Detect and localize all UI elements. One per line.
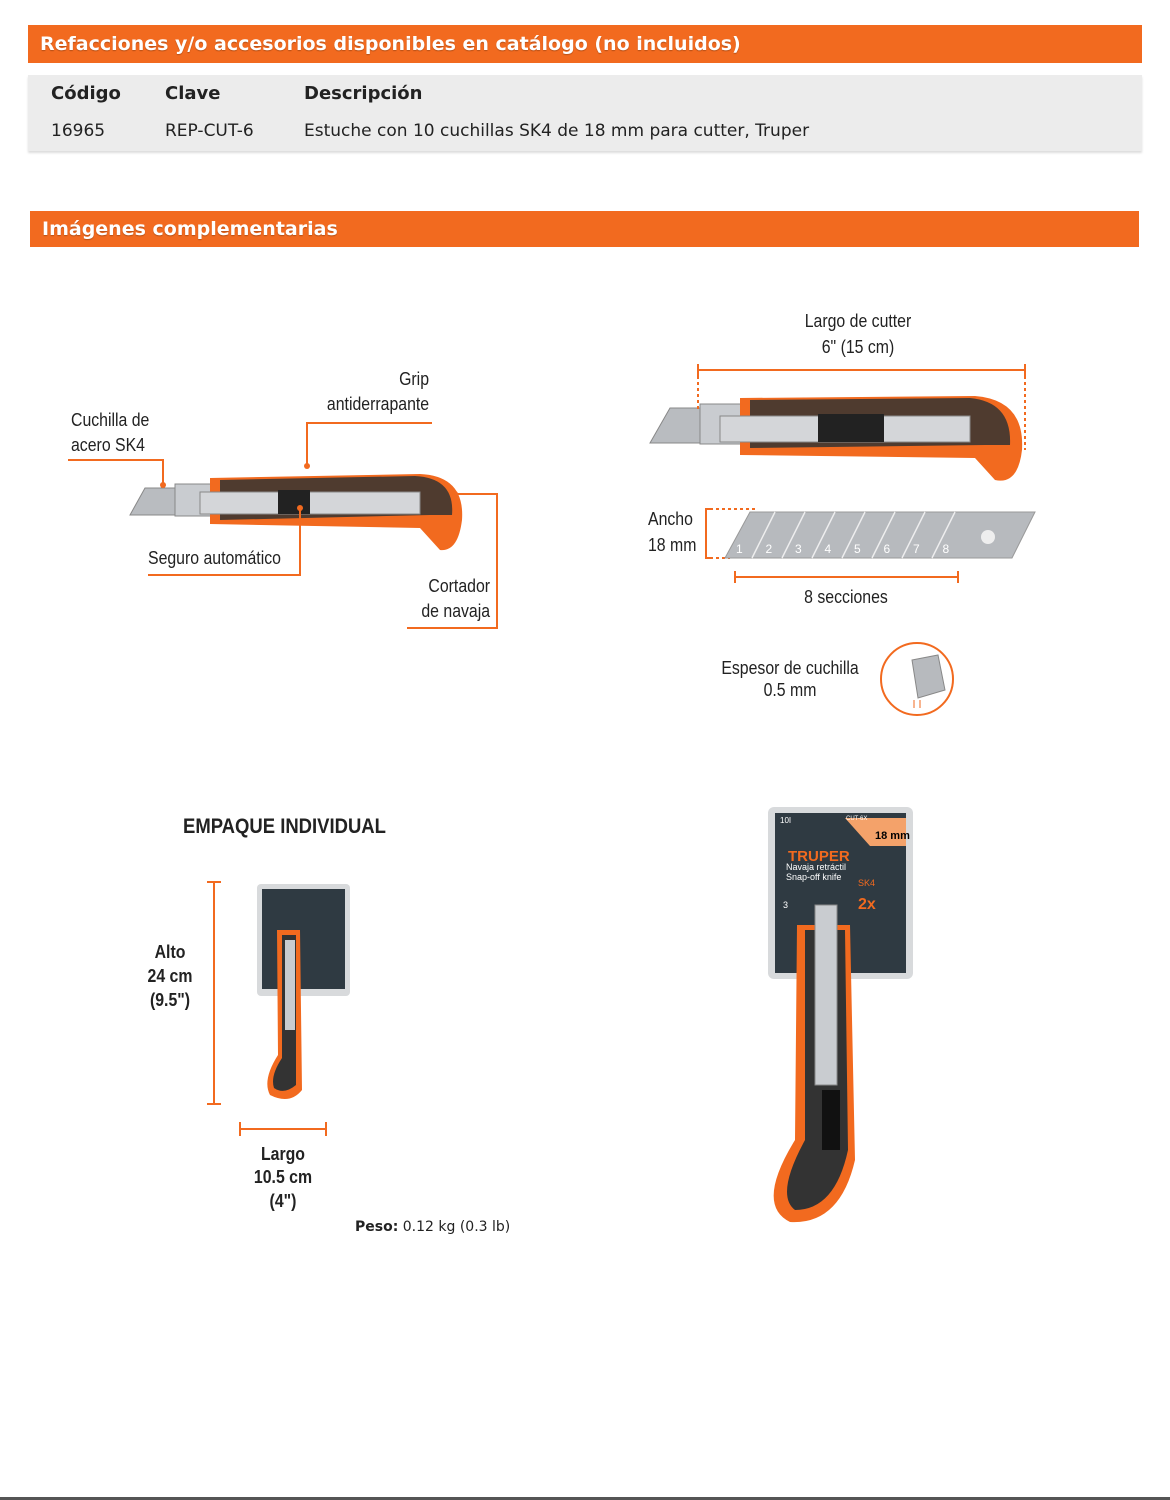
callout-lines-1 bbox=[68, 422, 498, 629]
cutter-illustration-2 bbox=[649, 396, 1023, 481]
label-grip-1: Grip bbox=[399, 369, 429, 389]
table-cell-clave: REP-CUT-6 bbox=[165, 121, 254, 141]
blade-illustration bbox=[724, 511, 1036, 559]
col-header-clave: Clave bbox=[165, 83, 221, 104]
label-grip-2: antiderrapante bbox=[326, 394, 429, 414]
section-number: 4 bbox=[824, 542, 832, 556]
col-header-codigo: Código bbox=[51, 83, 121, 104]
section-number: 7 bbox=[913, 542, 920, 556]
package-title: EMPAQUE INDIVIDUAL bbox=[183, 815, 386, 838]
package-product-en: Snap-off knife bbox=[786, 872, 842, 882]
label-height-2: 24 cm bbox=[147, 966, 193, 986]
label-cutter-1: Cortador bbox=[428, 576, 490, 596]
weight-value: 0.12 kg (0.3 lb) bbox=[402, 1219, 511, 1235]
label-lock: Seguro automático bbox=[148, 548, 281, 568]
section-number: 3 bbox=[795, 542, 802, 556]
weight: Peso: 0.12 kg (0.3 lb) bbox=[355, 1219, 510, 1235]
label-blade-2: acero SK4 bbox=[71, 435, 145, 455]
label-height-1: Alto bbox=[154, 942, 186, 962]
package-size: 18 mm bbox=[875, 830, 910, 842]
package-brand: TRUPER bbox=[788, 848, 850, 865]
package-qty: 10I bbox=[780, 816, 792, 825]
package-product-es: Navaja retráctil bbox=[786, 862, 847, 872]
package-small bbox=[257, 884, 350, 1099]
package-blades: 3 bbox=[783, 900, 789, 910]
images-section-header: Imágenes complementarias bbox=[30, 211, 1139, 247]
col-header-descripcion: Descripción bbox=[304, 83, 423, 104]
section-number: 6 bbox=[883, 542, 891, 556]
label-cutter-2: de navaja bbox=[421, 601, 490, 621]
label-pkg-length-2: 10.5 cm bbox=[253, 1167, 313, 1187]
table-cell-codigo: 16965 bbox=[51, 121, 106, 141]
accessories-table: Código Clave Descripción 16965 REP-CUT-6… bbox=[28, 75, 1142, 151]
label-pkg-length-3: (4") bbox=[269, 1191, 297, 1211]
package-code: CUT-6X bbox=[846, 816, 868, 822]
thickness-icon bbox=[880, 642, 954, 716]
label-pkg-length-1: Largo bbox=[260, 1144, 305, 1164]
label-thickness-2: 0.5 mm bbox=[763, 680, 817, 700]
package-large bbox=[768, 807, 913, 1223]
section-number: 8 bbox=[942, 542, 950, 556]
label-width-1: Ancho bbox=[648, 509, 693, 529]
package-dimension-lines bbox=[207, 881, 327, 1136]
label-thickness-1: Espesor de cuchilla bbox=[721, 658, 859, 678]
section-number: 1 bbox=[736, 542, 743, 556]
label-length-1: Largo de cutter bbox=[804, 311, 912, 331]
section-number: 2 bbox=[765, 542, 773, 556]
table-cell-descripcion: Estuche con 10 cuchillas SK4 de 18 mm pa… bbox=[304, 121, 810, 141]
label-blade-1: Cuchilla de bbox=[71, 410, 150, 430]
label-height-3: (9.5") bbox=[149, 990, 191, 1010]
weight-label: Peso: bbox=[355, 1219, 399, 1235]
page-bottom-border bbox=[0, 1497, 1170, 1500]
label-width-2: 18 mm bbox=[648, 535, 697, 555]
accessories-section-header: Refacciones y/o accesorios disponibles e… bbox=[28, 25, 1142, 63]
label-length-2: 6" (15 cm) bbox=[821, 337, 895, 357]
package-steel: SK4 bbox=[858, 878, 876, 888]
label-sections: 8 secciones bbox=[804, 587, 888, 607]
package-factor: 2x bbox=[858, 896, 876, 913]
section-number: 5 bbox=[854, 542, 861, 556]
cutter-illustration-1 bbox=[129, 474, 463, 551]
dimension-lines-2 bbox=[697, 364, 1026, 583]
